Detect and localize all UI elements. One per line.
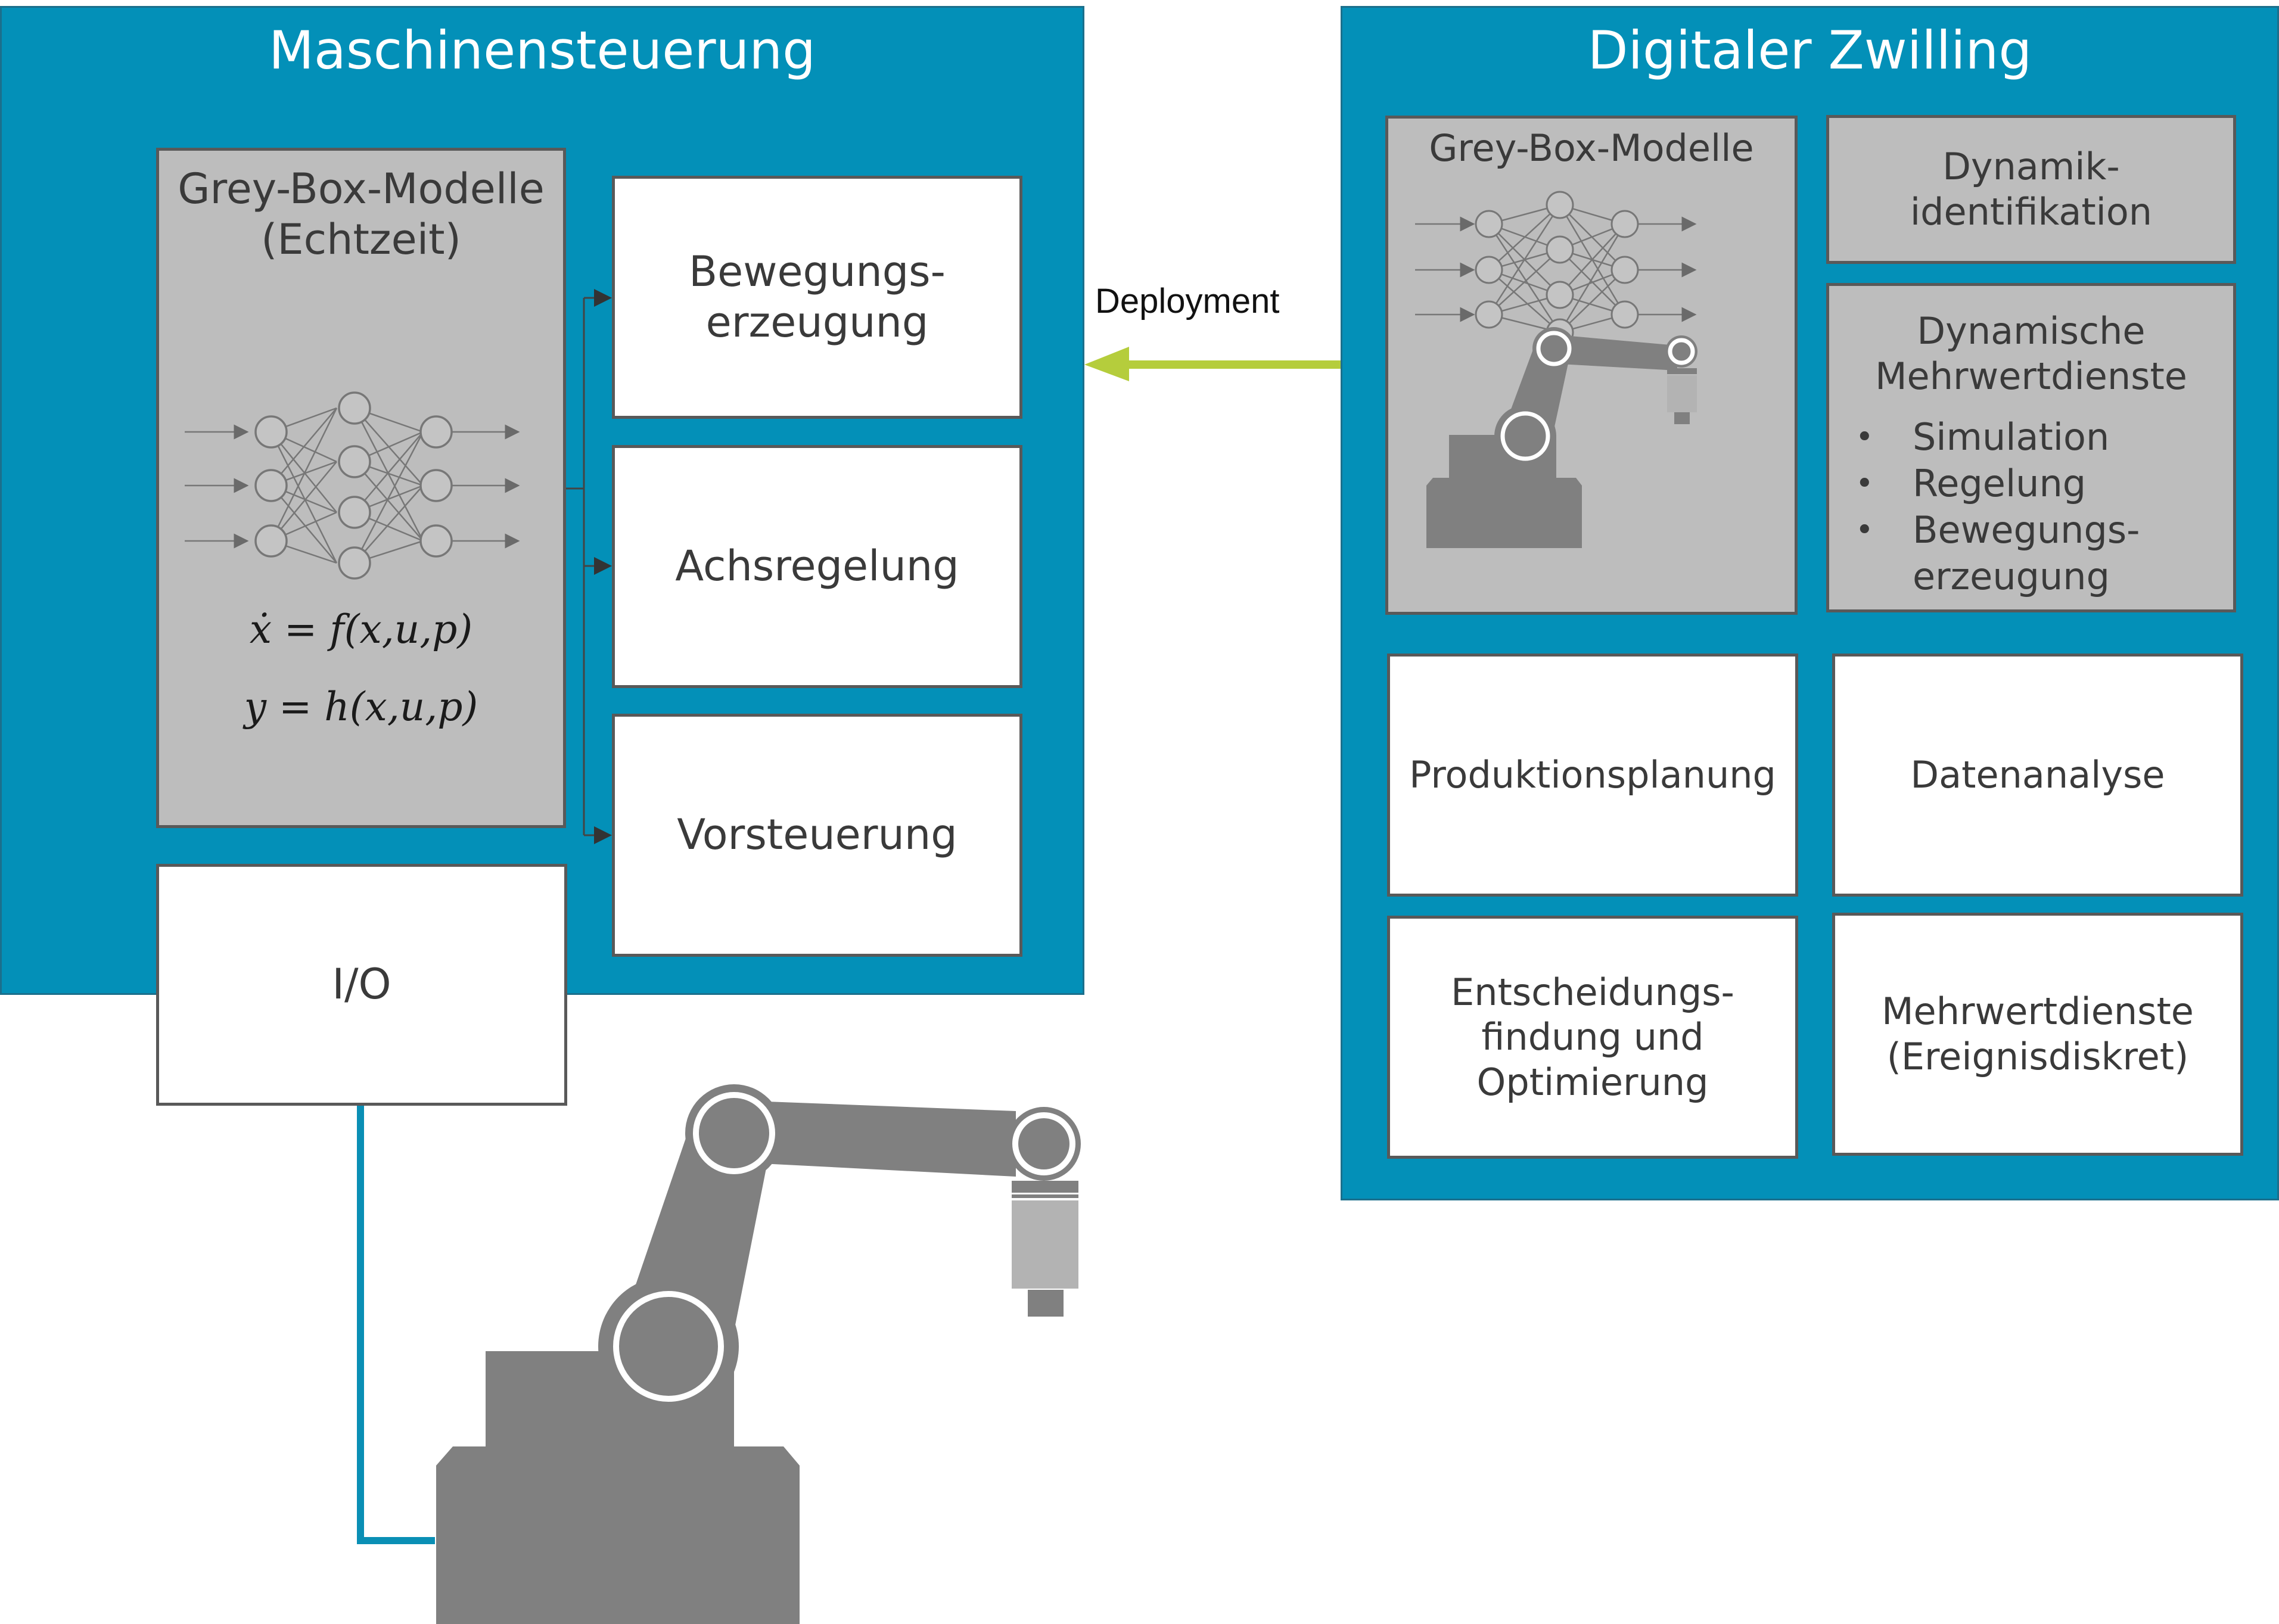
data-analysis-box[interactable]: Datenanalyse xyxy=(1832,654,2243,897)
dynamic-services-title: Dynamische Mehrwertdienste xyxy=(1829,309,2233,399)
axis-control-label: Achsregelung xyxy=(675,542,959,591)
digital-twin-title: Digitaler Zwilling xyxy=(1587,20,2032,81)
dynamics-identification-box[interactable]: Dynamik- identifikation xyxy=(1826,115,2236,264)
list-item: •Regelung xyxy=(1855,462,2087,505)
motion-generation-label: Bewegungs- erzeugung xyxy=(689,247,946,349)
dynamic-services-list: •Simulation •Regelung •Bewegungs- erzeug… xyxy=(1847,414,2221,600)
motion-generation-line2: erzeugung xyxy=(705,298,929,347)
added-value-line1: Mehrwertdienste xyxy=(1882,990,2194,1034)
robot-arm-icon xyxy=(436,1084,1081,1624)
dynamics-identification-label: Dynamik- identifikation xyxy=(1910,144,2152,234)
output-equation: y = h(x,u,p) xyxy=(244,684,478,730)
greybox-title-line1: Grey-Box-Modelle xyxy=(178,164,545,213)
greybox-title-line2: (Echtzeit) xyxy=(261,215,461,265)
io-cable xyxy=(357,1106,435,1544)
added-value-line2: (Ereignisdiskret) xyxy=(1886,1035,2189,1078)
neural-network-icon xyxy=(185,391,520,580)
added-value-services-label: Mehrwertdienste (Ereignisdiskret) xyxy=(1882,989,2194,1079)
machine-control-title: Maschinensteuerung xyxy=(269,20,816,81)
motion-generation-box[interactable]: Bewegungs- erzeugung xyxy=(612,176,1022,419)
feedforward-box[interactable]: Vorsteuerung xyxy=(612,714,1022,957)
decision-line1: Entscheidungs- xyxy=(1451,970,1734,1014)
neural-network-icon xyxy=(1415,191,1697,347)
decision-line2: findung und xyxy=(1481,1015,1704,1059)
list-item-label: erzeugung xyxy=(1913,555,2110,598)
feedforward-label: Vorsteuerung xyxy=(677,810,957,860)
robot-arm-icon xyxy=(1426,327,1697,548)
greybox-realtime-title: Grey-Box-Modelle (Echtzeit) xyxy=(159,164,563,266)
data-analysis-label: Datenanalyse xyxy=(1910,753,2165,797)
state-equation: ẋ = f(x,u,p) xyxy=(249,606,473,652)
list-item: •Simulation xyxy=(1855,415,2110,459)
list-item-continuation: erzeugung xyxy=(1847,553,2221,600)
deployment-label: Deployment xyxy=(1095,282,1280,321)
production-planning-box[interactable]: Produktionsplanung xyxy=(1387,654,1798,897)
decision-optimization-label: Entscheidungs- findung und Optimierung xyxy=(1451,970,1734,1105)
added-value-services-box[interactable]: Mehrwertdienste (Ereignisdiskret) xyxy=(1832,913,2243,1156)
decision-line3: Optimierung xyxy=(1476,1060,1709,1104)
io-label: I/O xyxy=(332,960,391,1009)
list-item-label: Regelung xyxy=(1913,462,2087,505)
axis-control-box[interactable]: Achsregelung xyxy=(612,445,1022,688)
dynamic-services-title-line2: Mehrwertdienste xyxy=(1875,354,2187,398)
dynamic-services-title-line1: Dynamische xyxy=(1917,309,2146,353)
greybox-realtime: Grey-Box-Modelle (Echtzeit) ẋ = f(x,u,p)… xyxy=(156,148,566,828)
dynamics-identification-line2: identifikation xyxy=(1910,190,2153,234)
connector-bracket xyxy=(566,289,612,844)
list-item-label: Simulation xyxy=(1913,415,2110,459)
dynamic-services-box[interactable]: Dynamische Mehrwertdienste •Simulation •… xyxy=(1826,283,2236,612)
list-item-label: Bewegungs- xyxy=(1913,508,2140,552)
list-item: •Bewegungs- xyxy=(1855,508,2140,552)
motion-generation-line1: Bewegungs- xyxy=(689,247,946,296)
digital-twin-greybox-title: Grey-Box-Modelle xyxy=(1429,126,1754,170)
io-box[interactable]: I/O xyxy=(156,864,567,1106)
decision-optimization-box[interactable]: Entscheidungs- findung und Optimierung xyxy=(1387,916,1798,1159)
dynamics-identification-line1: Dynamik- xyxy=(1942,145,2120,189)
production-planning-label: Produktionsplanung xyxy=(1409,753,1776,797)
